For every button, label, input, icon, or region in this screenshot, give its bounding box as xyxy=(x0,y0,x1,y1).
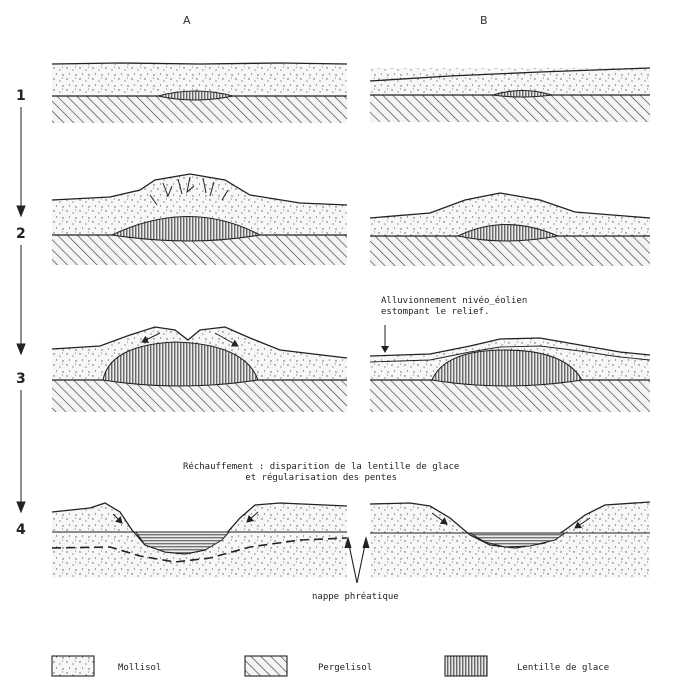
stage-3-column-b xyxy=(370,325,650,412)
legend-label-mollisol: Mollisol xyxy=(118,663,161,673)
stage-3-column-a xyxy=(52,327,347,412)
stage-2-column-b xyxy=(370,193,650,266)
column-label-b: B xyxy=(480,14,488,27)
alluvionnement-line-2: estompant le relief. xyxy=(381,307,527,318)
legend-box-lentille xyxy=(445,656,487,676)
stage-2-column-a xyxy=(52,174,347,265)
rechauffement-annotation: Réchauffement : disparition de la lentil… xyxy=(183,462,459,484)
water-table-pointers xyxy=(345,538,369,583)
stage-label-3: 3 xyxy=(16,371,26,387)
stage-4-column-b xyxy=(370,502,650,578)
alluvionnement-annotation: Alluvionnement nivéo_éolien estompant le… xyxy=(381,296,527,318)
legend-box-pergelisol xyxy=(245,656,287,676)
stage-label-1: 1 xyxy=(16,88,26,104)
rechauffement-line-1: Réchauffement : disparition de la lentil… xyxy=(183,462,459,473)
stage-progression-arrows xyxy=(17,107,25,512)
legend-label-pergelisol: Pergelisol xyxy=(318,663,372,673)
column-label-a: A xyxy=(183,14,191,27)
stage-label-2: 2 xyxy=(16,226,26,242)
stage-label-4: 4 xyxy=(16,522,26,538)
alluvionnement-line-1: Alluvionnement nivéo_éolien xyxy=(381,296,527,307)
legend-box-mollisol xyxy=(52,656,94,676)
stage-1-column-b xyxy=(370,68,650,122)
stage-1-column-a xyxy=(52,63,347,123)
stage-4-column-a xyxy=(52,503,347,578)
nappe-phreatique-label: nappe phréatique xyxy=(312,592,399,603)
legend-label-lentille: Lentille de glace xyxy=(517,663,609,673)
rechauffement-line-2: et régularisation des pentes xyxy=(183,473,459,484)
